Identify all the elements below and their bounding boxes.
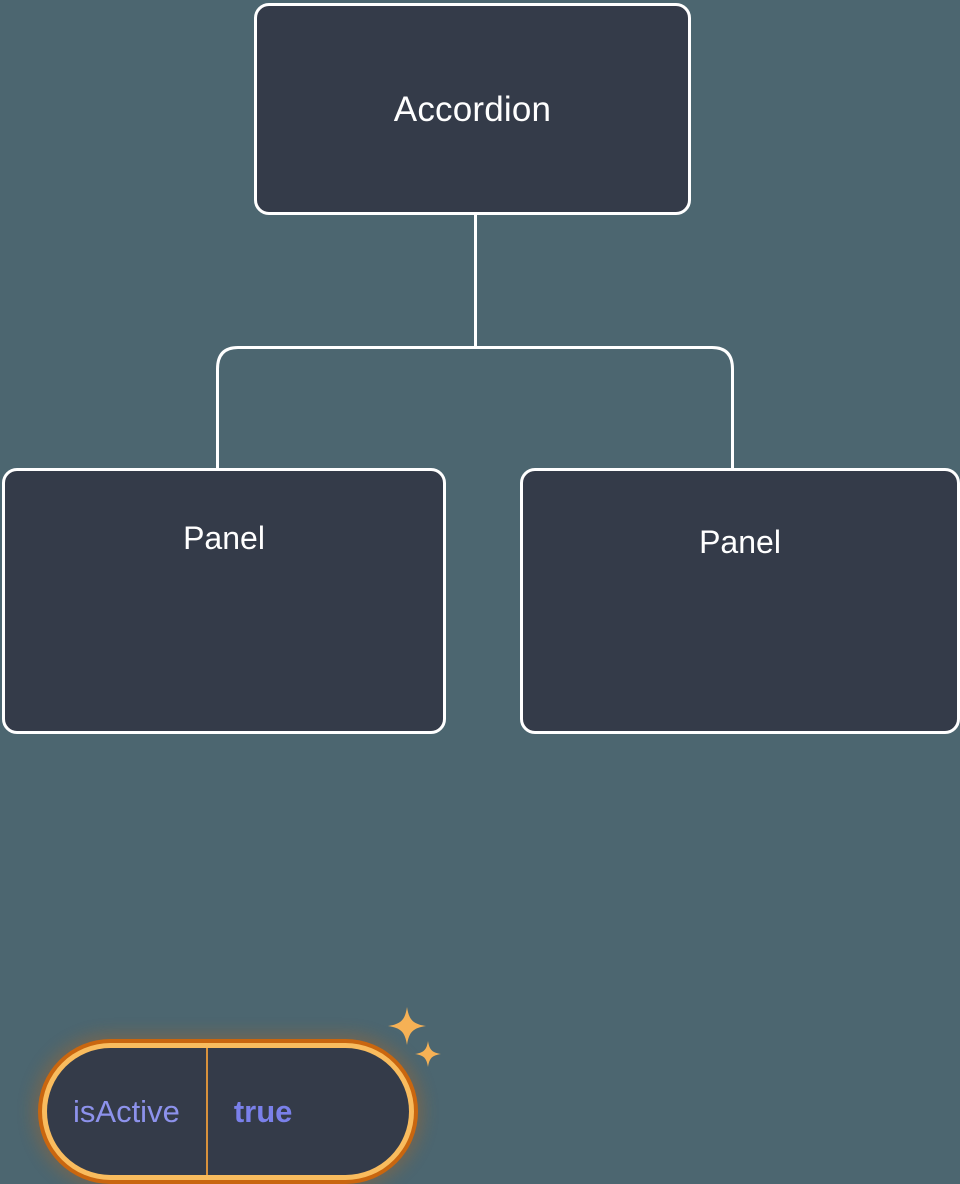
component-tree-canvas: Accordion Panel isActive true Panel isAc…: [2, 3, 960, 1184]
prop-value: true: [233, 1094, 293, 1129]
node-panel-active[interactable]: Panel isActive true: [2, 468, 446, 1184]
panel-node-label: Panel: [699, 524, 781, 560]
pill-core: isActive true: [47, 1048, 409, 1175]
connector-bar-right: [475, 346, 734, 470]
accordion-node-label: Accordion: [393, 89, 552, 129]
panel-node-label: Panel: [183, 520, 265, 556]
prop-pill-isactive-true[interactable]: isActive true: [38, 1039, 418, 1184]
prop-key: isActive: [47, 1048, 208, 1175]
sparkle-small-icon: [415, 1041, 441, 1067]
sparkle-large-icon: [388, 1007, 426, 1045]
pill-inner-ring: isActive true: [42, 1043, 414, 1180]
node-accordion[interactable]: Accordion: [254, 3, 691, 215]
connector-bar-left: [216, 346, 476, 470]
node-panel-inactive[interactable]: Panel isActive false: [520, 468, 960, 734]
